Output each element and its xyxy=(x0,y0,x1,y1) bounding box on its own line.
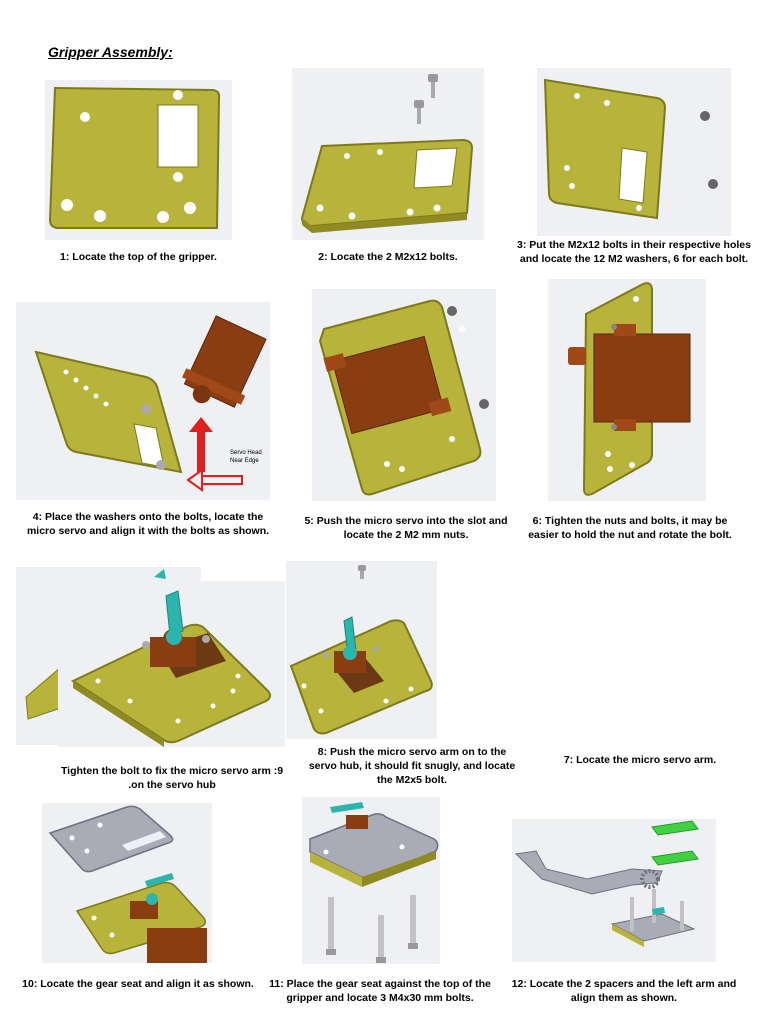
step-8-image xyxy=(286,561,437,739)
step-11-caption-line1: 11: Place the gear seat against the top … xyxy=(269,978,491,990)
step-11-caption: 11: Place the gear seat against the top … xyxy=(262,977,498,1005)
step-4-image: Servo Head Near Edge xyxy=(16,302,270,500)
step-2-image xyxy=(292,68,484,240)
step-6-caption-line1: 6: Tighten the nuts and bolts, it may be xyxy=(532,515,728,527)
step-3-caption-line1: 3: Put the M2x12 bolts in their respecti… xyxy=(517,239,751,251)
step-11-caption-line2: gripper and locate 3 M4x30 mm bolts. xyxy=(286,992,474,1004)
step-9-image xyxy=(58,581,285,747)
step-5-caption: 5: Push the micro servo into the slot an… xyxy=(296,514,516,542)
step-8-caption-line2: servo hub, it should fit snugly, and loc… xyxy=(308,760,516,772)
step-11-image xyxy=(302,797,440,964)
step-3-caption: 3: Put the M2x12 bolts in their respecti… xyxy=(510,238,758,266)
page-title: Gripper Assembly: xyxy=(48,44,173,60)
step-5-image xyxy=(312,289,496,501)
step-5-caption-line1: 5: Push the micro servo into the slot an… xyxy=(304,515,508,527)
step-1-caption: 1: Locate the top of the gripper. xyxy=(60,251,217,263)
step-12-caption-line2: align them as shown. xyxy=(570,992,678,1004)
step-9-caption-line2: .on the servo hub xyxy=(128,779,216,791)
step-1-image xyxy=(45,80,232,240)
step-6-image xyxy=(548,279,706,501)
step-10-caption: 10: Locate the gear seat and align it as… xyxy=(22,978,254,990)
step-6-caption-line2: easier to hold the nut and rotate the bo… xyxy=(528,529,732,541)
step-4-annotation-line2: Near Edge xyxy=(230,458,259,464)
step-12-caption-line1: 12: Locate the 2 spacers and the left ar… xyxy=(511,978,737,990)
step-4-caption-line1: 4: Place the washers onto the bolts, loc… xyxy=(32,511,264,523)
step-9-caption: Tighten the bolt to fix the micro servo … xyxy=(48,764,296,792)
step-12-caption: 12: Locate the 2 spacers and the left ar… xyxy=(504,977,744,1005)
step-3-caption-line2: and locate the 12 M2 washers, 6 for each… xyxy=(519,253,749,265)
step-4-annotation-line1: Servo Head xyxy=(230,450,262,456)
step-10-image xyxy=(42,803,212,963)
step-8-caption: 8: Push the micro servo arm on to the se… xyxy=(300,745,524,787)
step-7-caption: 7: Locate the micro servo arm. xyxy=(563,754,717,766)
step-4-caption: 4: Place the washers onto the bolts, loc… xyxy=(10,510,286,538)
step-4-caption-line2: micro servo and align it with the bolts … xyxy=(26,525,270,537)
step-5-caption-line2: locate the 2 M2 mm nuts. xyxy=(343,529,469,541)
step-8-caption-line3: the M2x5 bolt. xyxy=(376,774,447,786)
step-2-caption: 2: Locate the 2 M2x12 bolts. xyxy=(318,251,458,263)
step-6-caption: 6: Tighten the nuts and bolts, it may be… xyxy=(520,514,740,542)
step-8-caption-line1: 8: Push the micro servo arm on to the xyxy=(317,746,507,758)
step-9-caption-line1: Tighten the bolt to fix the micro servo … xyxy=(60,765,284,777)
step-3-image xyxy=(537,68,731,236)
step-12-image xyxy=(512,819,716,962)
